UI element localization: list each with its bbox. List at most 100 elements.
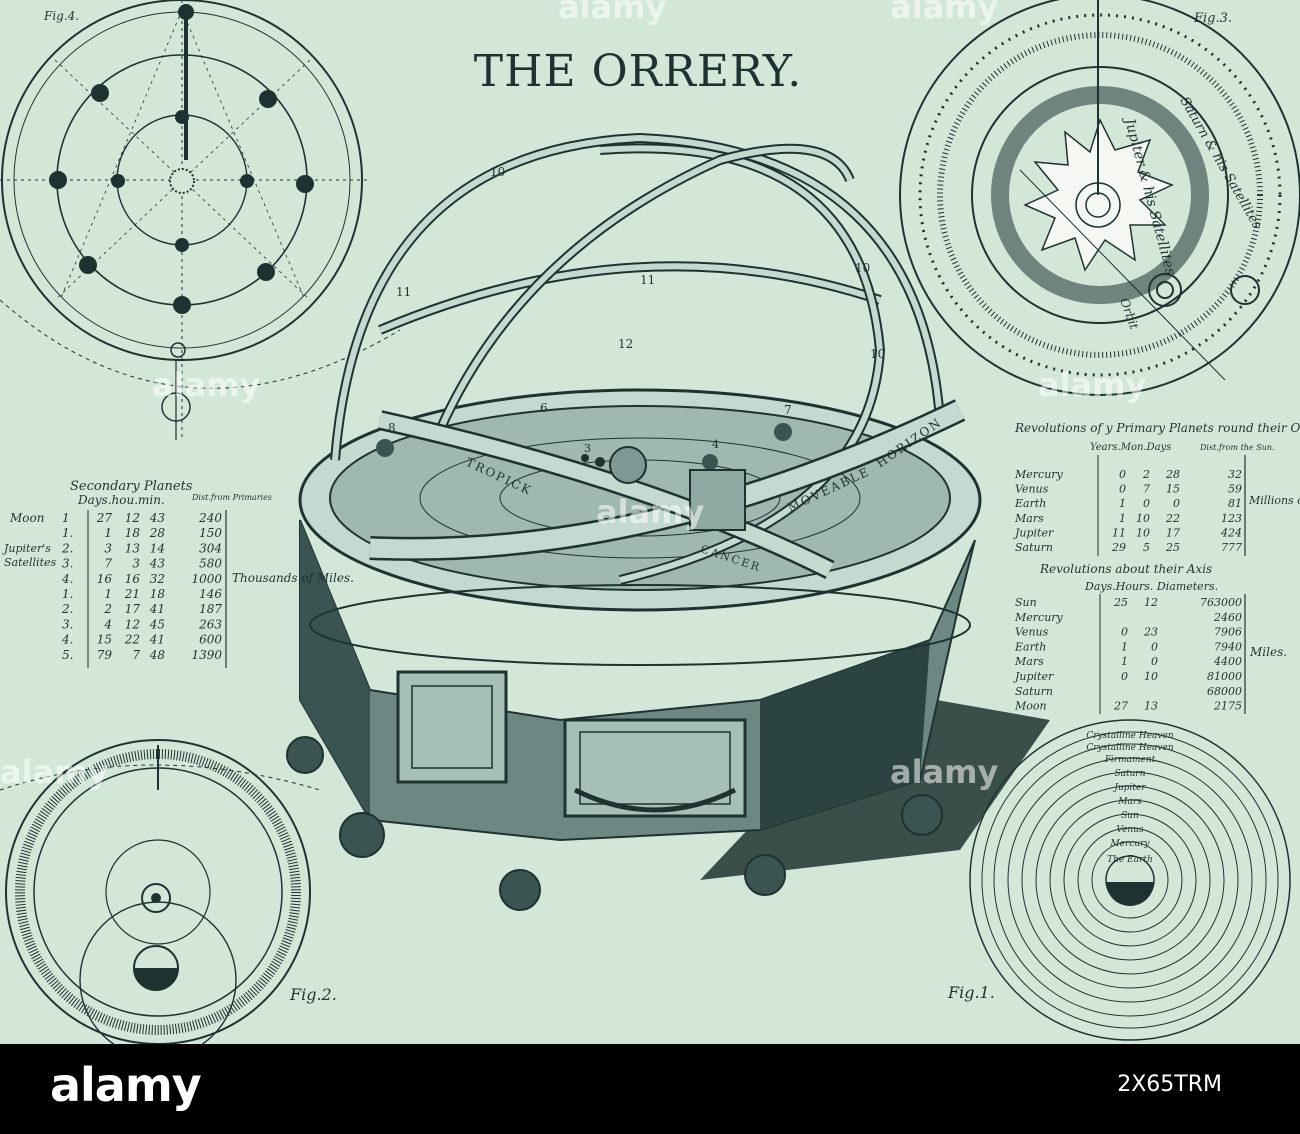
axis-table-cell: 0 (1151, 640, 1158, 653)
revolutions-table-cell: 25 (1165, 541, 1180, 554)
watermark-text: alamy (890, 0, 999, 26)
fig2-diagram: Fig.2. (0, 739, 337, 1044)
revolutions-table-cell: Jupiter (1013, 526, 1054, 539)
secondary-table-cell: 12 (125, 511, 140, 525)
secondary-table-cell: 1000 (191, 572, 222, 586)
revolutions-table-cell: 15 (1166, 483, 1180, 496)
secondary-table-cell: 580 (199, 557, 222, 571)
fig1-ring-1: Crystalline Heaven (1086, 731, 1173, 741)
revolutions-table-cell: 22 (1165, 512, 1180, 525)
axis-table-cell: Saturn (1015, 685, 1053, 698)
axis-table-cell: Mars (1014, 655, 1044, 668)
secondary-table-cell: 1 (104, 587, 112, 601)
secondary-table-cell: 43 (149, 557, 166, 571)
secondary-table-cell: 3 (132, 557, 140, 571)
secondary-table-cell: 18 (150, 587, 166, 601)
fig4-diagram: Fig.4. (0, 0, 401, 440)
sphere-number: 10 (870, 347, 885, 361)
axis-table-cell: 13 (1144, 700, 1158, 713)
watermark-text: alamy (558, 0, 667, 26)
watermark-text: alamy (152, 366, 261, 404)
secondary-table-cell: 18 (125, 526, 141, 540)
secondary-satellites-label: Satellites (4, 556, 57, 569)
plate-title: THE ORRERY. (474, 46, 802, 97)
revolutions-table-cell: 32 (1228, 468, 1242, 481)
secondary-table-cell: 22 (124, 633, 140, 647)
revolutions-table-cell: 10 (1136, 526, 1150, 539)
revolutions-table-cell: 2 (1142, 468, 1150, 481)
secondary-table-cell: 1. (62, 526, 73, 540)
stock-footer (0, 1044, 1300, 1134)
secondary-table-cell: 4. (61, 572, 73, 586)
secondary-table-cell: 21 (124, 587, 140, 601)
secondary-table-unit: Thousands of Miles. (232, 571, 354, 585)
secondary-table-cell: 5. (62, 648, 73, 662)
axis-table-cell: 1 (1121, 640, 1128, 653)
engraving-plate: THE ORRERY. Fig.4. (0, 0, 1300, 1044)
axis-table-cell: 4400 (1213, 655, 1242, 668)
revolutions-table-cell: 424 (1220, 526, 1242, 539)
sphere-number: 10 (855, 261, 870, 275)
revolutions-table-cell: 0 (1119, 483, 1126, 496)
axis-table-cell: 12 (1144, 596, 1158, 609)
secondary-table-heading: Secondary Planets (70, 479, 193, 494)
revolutions-table-cell: 11 (1112, 526, 1126, 539)
secondary-table-cell: 17 (125, 602, 141, 616)
brand-logo[interactable]: alamy (50, 1058, 202, 1112)
axis-table-columns: Days.Hours. Diameters. (1084, 580, 1218, 593)
revolutions-table-cell: 81 (1228, 497, 1242, 510)
axis-table-cell: 7940 (1214, 640, 1242, 653)
secondary-planets-table: Secondary Planets Days.hou.min. Dist.fro… (2, 479, 354, 668)
revolutions-table-cell: 29 (1111, 541, 1126, 554)
axis-table-cell: 0 (1121, 670, 1128, 683)
revolutions-table-cell: 10 (1136, 512, 1150, 525)
revolutions-table-cell: Mars (1014, 512, 1044, 525)
revolutions-table-cell: 1 (1119, 497, 1126, 510)
secondary-table-cell: 41 (149, 602, 165, 616)
secondary-table-cell: 2 (103, 602, 112, 616)
apparatus-number: 3 (584, 442, 591, 455)
revolutions-table-cell: 0 (1143, 497, 1150, 510)
revolutions-table-dist-heading: Dist.from the Sun. (1199, 443, 1275, 452)
axis-table-cell: 81000 (1207, 670, 1242, 683)
revolutions-table-cell: 777 (1221, 541, 1242, 554)
fig1-ring-9: Mercury (1109, 839, 1150, 849)
secondary-moon-label: Moon (9, 511, 44, 525)
secondary-table-cell: 79 (97, 648, 113, 662)
secondary-table-cell: 43 (149, 511, 166, 525)
secondary-table-cell: 1 (104, 526, 112, 540)
revolutions-table-cell: Mercury (1014, 468, 1064, 481)
fig3-orbit-label: Orbit (1117, 296, 1141, 331)
axis-table-cell: 2175 (1213, 700, 1242, 713)
axis-table-cell: 27 (1113, 700, 1128, 713)
revolutions-table-cell: 0 (1173, 497, 1180, 510)
secondary-table-cell: 16 (125, 572, 141, 586)
secondary-table-cell: 7 (104, 557, 112, 571)
secondary-table-cell: 2. (61, 602, 73, 616)
axis-table-cell: Earth (1014, 640, 1046, 653)
fig3-label: Fig.3. (1193, 11, 1232, 26)
revolutions-table-cell: 1 (1119, 512, 1126, 525)
secondary-table-cell: 3. (62, 617, 73, 631)
watermark-text: alamy (890, 753, 999, 791)
revolutions-table-cell: 28 (1165, 468, 1180, 481)
secondary-table-cell: 45 (149, 617, 165, 631)
axis-table-cell: Moon (1014, 700, 1047, 713)
watermark-text: alamy (596, 493, 705, 531)
secondary-table-cell: 4 (103, 617, 112, 631)
secondary-table-cell: 13 (125, 541, 141, 555)
orrery-apparatus: TROPICK MOVEABLE HORIZON CANCER 6 8 3 4 … (286, 132, 1050, 911)
fig1-ring-4: Saturn (1114, 769, 1145, 779)
revolutions-table: Revolutions of y Primary Planets round t… (1013, 421, 1300, 556)
apparatus-number: 7 (784, 403, 792, 417)
secondary-table-cell: 304 (199, 541, 222, 555)
revolutions-table-cell: Venus (1015, 483, 1049, 496)
axis-table-cell: 0 (1121, 626, 1128, 639)
secondary-table-cell: 14 (150, 541, 165, 555)
apparatus-number: 8 (388, 421, 396, 435)
secondary-table-cell: 150 (199, 526, 222, 540)
secondary-jupiter-label: Jupiter's (2, 542, 51, 555)
